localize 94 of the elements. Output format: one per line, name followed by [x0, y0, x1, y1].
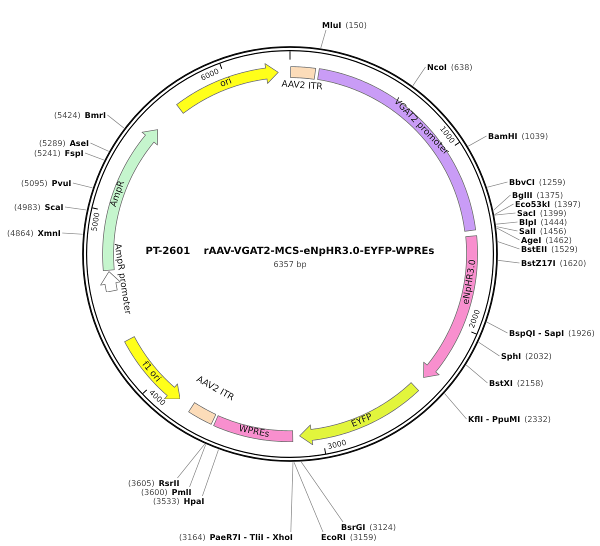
enzyme-name: BstZ17I	[521, 258, 556, 268]
cut-position: (2158)	[516, 378, 544, 388]
leader-line	[494, 212, 516, 216]
cut-position: (1375)	[536, 190, 564, 200]
cut-position: (2032)	[525, 352, 552, 360]
leader-line	[72, 182, 93, 188]
enzyme-name: BsrGI	[341, 522, 366, 532]
enzyme-name: SacI	[517, 208, 536, 218]
enzyme-name: SalI	[519, 226, 536, 236]
enzyme-name: Eco53kI	[515, 200, 550, 208]
enzyme-name: AseI	[70, 138, 89, 148]
cut-position: (2332)	[524, 414, 551, 424]
leader-line	[466, 364, 488, 384]
enzyme-name: XmnI	[38, 228, 61, 238]
leader-line	[496, 227, 520, 240]
feature-label: EYFP	[350, 412, 374, 430]
cut-position: (3124)	[369, 522, 396, 532]
leader-line	[498, 260, 520, 264]
leader-line	[478, 342, 500, 356]
enzyme-name: BlpI	[519, 218, 537, 226]
feature-label: AAV2 ITR	[281, 80, 324, 93]
cut-position: (3164)	[179, 532, 206, 542]
leader-line	[494, 204, 514, 216]
feature-label: f1 ori	[140, 359, 162, 384]
leader-line	[496, 226, 518, 232]
feature-label: AmpR	[108, 180, 128, 209]
leader-line	[64, 206, 87, 210]
leader-line	[320, 30, 326, 48]
enzyme-name: SphI	[501, 352, 522, 360]
leader-line	[107, 114, 124, 129]
cut-position: (1039)	[522, 132, 548, 140]
cut-position: (4864)	[7, 228, 34, 238]
cut-position: (638)	[450, 62, 472, 72]
leader-line	[202, 449, 219, 496]
leader-line	[177, 444, 206, 478]
cut-position: (3600)	[141, 488, 168, 496]
enzyme-name: ScaI	[44, 202, 64, 212]
leader-line	[486, 182, 508, 188]
leader-line	[486, 322, 508, 334]
enzyme-name: PmlI	[172, 488, 192, 496]
cut-position: (1926)	[568, 328, 595, 338]
enzyme-name: EcoRI	[321, 532, 346, 542]
enzyme-name: BstEII	[521, 244, 548, 254]
cut-position: (1397)	[554, 200, 581, 208]
cut-position: (1399)	[540, 208, 566, 218]
leader-line	[294, 462, 324, 532]
cut-position: (1462)	[545, 236, 572, 244]
feature-label: AmpR promoter	[112, 243, 132, 316]
cut-position: (4983)	[14, 202, 41, 212]
leader-line	[497, 241, 520, 250]
enzyme-name: AgeI	[521, 236, 542, 244]
feature-label: WPREs	[238, 424, 270, 440]
enzyme-name: MluI	[322, 20, 342, 30]
enzyme-name: FspI	[64, 148, 84, 158]
enzyme-name: BmrI	[84, 110, 106, 120]
leader-line	[62, 232, 84, 235]
enzyme-name: PvuI	[52, 178, 72, 188]
leader-line	[90, 142, 110, 152]
leader-line	[496, 222, 518, 225]
enzyme-name: KflI - PpuMI	[468, 414, 520, 424]
cut-position: (1620)	[560, 258, 586, 268]
cut-position: (1456)	[540, 226, 566, 236]
cut-position: (3605)	[128, 478, 155, 488]
cut-position: (3533)	[153, 496, 180, 506]
leader-line	[290, 462, 294, 532]
feature-label: eNpHR3.0	[461, 259, 478, 306]
cut-position: (150)	[345, 20, 367, 30]
plasmid-length: 6357 bp	[274, 260, 307, 268]
leader-line	[468, 136, 487, 147]
enzyme-name: BspQI - SapI	[509, 328, 564, 338]
enzyme-name: BglII	[512, 190, 533, 200]
cut-position: (3159)	[350, 532, 376, 542]
enzyme-name: HpaI	[184, 496, 204, 506]
leader-line	[412, 66, 426, 86]
cut-position: (5289)	[39, 138, 66, 148]
leader-line	[84, 152, 105, 161]
cut-position: (5095)	[21, 178, 48, 188]
enzyme-name: RsrII	[158, 478, 180, 488]
enzyme-name: BstXI	[489, 378, 513, 388]
leader-line	[493, 194, 511, 211]
feature-label: ori	[219, 76, 234, 90]
cut-position: (1529)	[551, 244, 578, 254]
cut-position: (5424)	[54, 110, 81, 120]
leader-line	[300, 462, 344, 522]
enzyme-name: NcoI	[427, 62, 447, 72]
enzyme-name: BbvCI	[509, 178, 535, 186]
enzyme-name: PaeR7I - TliI - XhoI	[210, 532, 293, 542]
plasmid-title: PT-2601 rAAV-VGAT2-MCS-eNpHR3.0-EYFP-WPREs	[146, 246, 434, 258]
enzyme-name: BamHI	[488, 132, 518, 140]
cut-position: (1444)	[540, 218, 568, 226]
leader-line	[444, 393, 467, 420]
cut-position: (5241)	[34, 148, 61, 158]
leader-line	[189, 444, 206, 488]
cut-position: (1259)	[538, 178, 566, 186]
